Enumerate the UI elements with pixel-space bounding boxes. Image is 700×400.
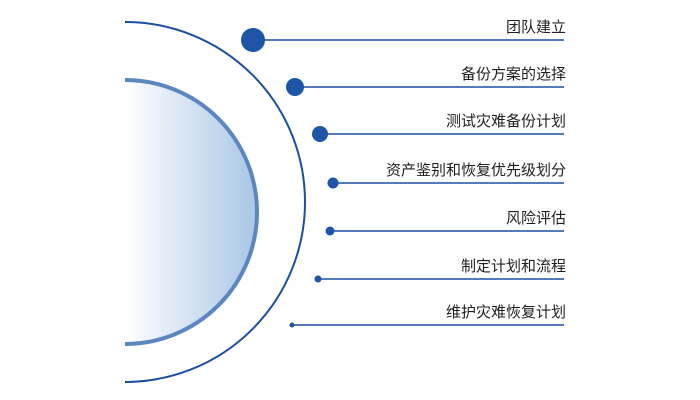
step-dot: [312, 126, 328, 142]
inner-hemisphere: [125, 80, 257, 344]
step-label: 团队建立: [505, 18, 566, 36]
connectors: [241, 28, 564, 328]
step-label: 资产鉴别和恢复优先级划分: [385, 161, 566, 179]
inner-ring: [124, 78, 259, 346]
step-label: 维护灾难恢复计划: [445, 303, 566, 321]
step-label: 制定计划和流程: [460, 257, 566, 275]
step-dot: [314, 275, 322, 283]
step-dot: [286, 78, 304, 96]
step-dot: [325, 226, 335, 236]
step-label: 测试灾难备份计划: [445, 112, 566, 130]
step-dot: [289, 322, 295, 328]
step-dot: [327, 177, 339, 189]
outer-arc: [124, 21, 306, 383]
step-dot: [241, 28, 265, 52]
step-label: 备份方案的选择: [460, 65, 566, 83]
step-label: 风险评估: [505, 209, 566, 227]
